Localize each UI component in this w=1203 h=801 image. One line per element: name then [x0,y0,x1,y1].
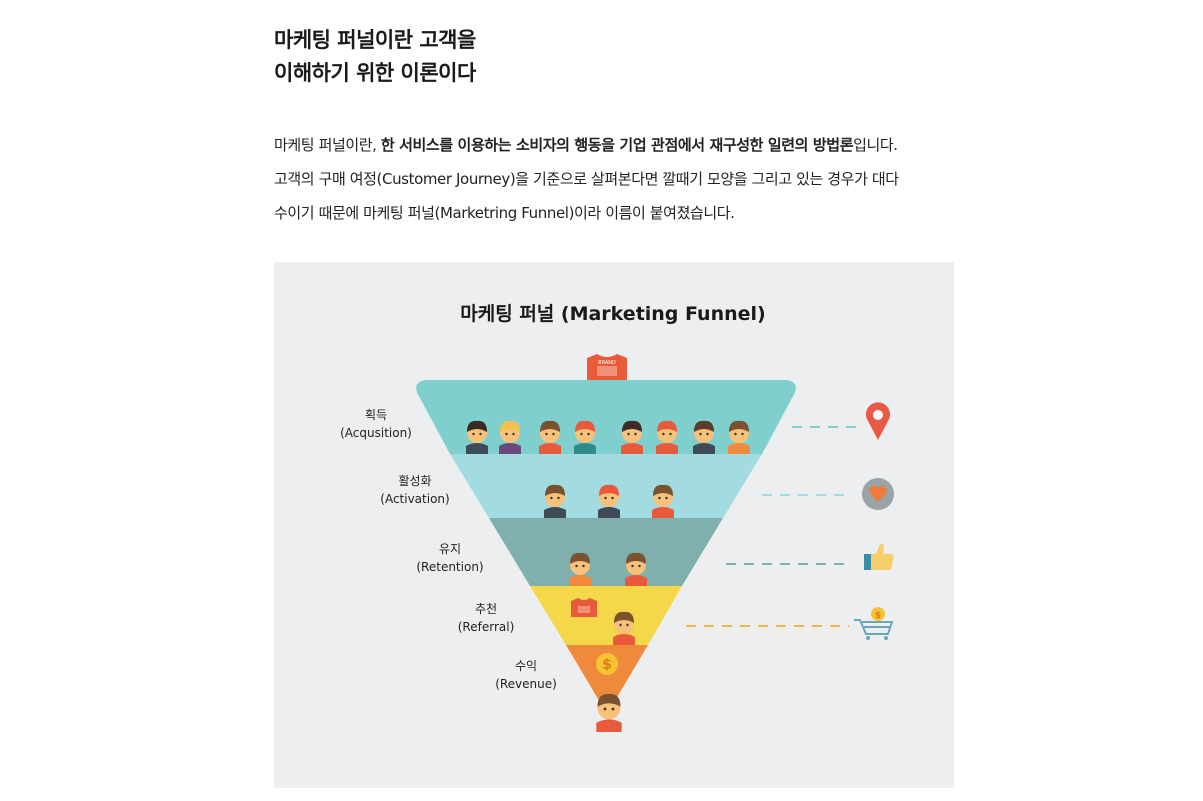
customer-figure [466,420,488,454]
customer-figure [539,420,561,454]
referral-people [613,611,635,645]
customer-figure [613,611,635,645]
stage-label-activation: 활성화 (Activation) [380,474,449,506]
stage-label-referral: 추천 (Referral) [458,601,515,634]
customer-figure [652,484,674,518]
thumbs-up-icon [864,543,894,570]
page-heading: 마케팅 퍼널이란 고객을 이해하기 위한 이론이다 [274,24,914,90]
stage-label-en: (Retention) [416,560,483,574]
paragraph-text: 입니다. [853,136,898,154]
location-pin-icon [866,402,890,440]
final-customer [596,693,622,732]
marketing-funnel-figure: 마케팅 퍼널 (Marketing Funnel) BRAND $ [274,262,954,788]
svg-text:$: $ [875,611,881,621]
funnel-layer-revenue [566,645,648,714]
stage-label-en: (Activation) [380,492,449,506]
shirt-brand-label: BRAND [598,360,616,366]
paragraph-text: 마케팅 퍼널이란, [274,136,381,154]
heading-line-1: 마케팅 퍼널이란 고객을 [274,28,476,52]
heart-icon [862,478,894,510]
stage-label-en: (Acqusition) [340,426,412,440]
paragraph-line-1: 마케팅 퍼널이란, 한 서비스를 이용하는 소비자의 행동을 기업 관점에서 재… [274,128,964,162]
paragraph-line-3: 수이기 때문에 마케팅 퍼널(Marketring Funnel)이라 이름이 … [274,204,735,222]
customer-figure [499,420,521,454]
stage-label-en: (Revenue) [495,677,557,691]
customer-figure [656,420,678,454]
revenue-coin-icon: $ [596,653,618,675]
stage-label-revenue: 수익 (Revenue) [495,659,557,691]
stage-label-en: (Referral) [458,620,515,634]
customer-figure [596,693,622,732]
stage-label-ko: 수익 [515,659,537,673]
svg-text:$: $ [602,657,612,673]
funnel-layer-referral [530,586,682,645]
heading-line-2: 이해하기 위한 이론이다 [274,61,476,85]
activation-people [544,484,674,518]
funnel-layer-retention [489,518,723,586]
customer-figure [693,420,715,454]
referral-shirt-icon [571,598,597,617]
customer-figure [728,420,750,454]
stage-label-acquisition: 획득 (Acqusition) [340,408,412,440]
brand-shirt-icon: BRAND [587,354,627,380]
customer-figure [544,484,566,518]
stage-label-ko: 유지 [439,542,461,556]
stage-label-ko: 추천 [475,601,497,616]
shopping-cart-icon: $ [854,607,894,640]
funnel-diagram-svg: 마케팅 퍼널 (Marketing Funnel) BRAND $ [340,303,894,732]
stage-label-ko: 획득 [365,408,387,422]
customer-figure [598,484,620,518]
intro-paragraph: 마케팅 퍼널이란, 한 서비스를 이용하는 소비자의 행동을 기업 관점에서 재… [274,128,964,230]
customer-figure [569,552,591,586]
acquisition-people [466,420,750,454]
retention-people [569,552,647,586]
customer-figure [625,552,647,586]
funnel-title: 마케팅 퍼널 (Marketing Funnel) [460,303,765,325]
paragraph-emphasis: 한 서비스를 이용하는 소비자의 행동을 기업 관점에서 재구성한 일련의 방법… [380,136,854,154]
customer-figure [574,420,596,454]
stage-label-retention: 유지 (Retention) [416,542,483,574]
stage-label-ko: 활성화 [398,474,431,488]
customer-figure [621,420,643,454]
paragraph-line-2: 고객의 구매 여정(Customer Journey)을 기준으로 살펴본다면 … [274,170,899,188]
